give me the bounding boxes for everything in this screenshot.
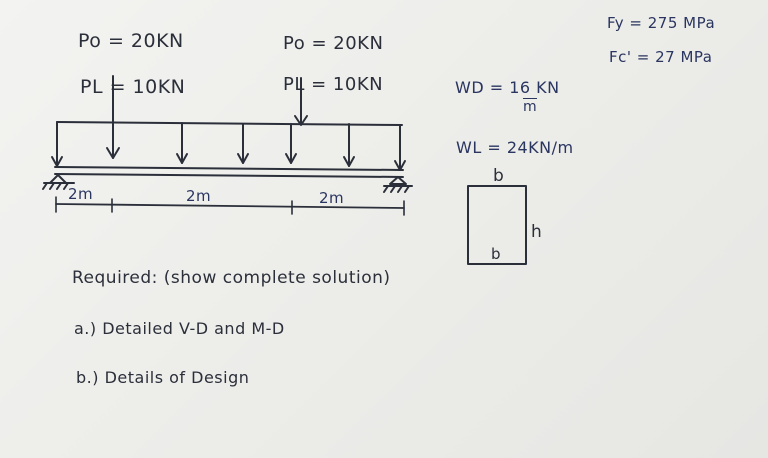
dead-load-right: Po = 20KN bbox=[283, 33, 384, 54]
requirement-item-b: b.) Details of Design bbox=[76, 368, 250, 387]
span-label-c: 2m bbox=[319, 189, 345, 207]
udl-arrows bbox=[51, 121, 406, 171]
section-width-top: b bbox=[493, 166, 505, 186]
dimension-line bbox=[55, 196, 405, 216]
right-roller-support bbox=[383, 176, 413, 193]
section-width-bottom: b bbox=[491, 245, 502, 263]
requirement-item-a: a.) Detailed V-D and M-D bbox=[74, 319, 285, 338]
left-pin-support bbox=[42, 174, 75, 190]
udl-top-line bbox=[56, 121, 403, 126]
live-load-left: PL = 10KN bbox=[80, 76, 186, 98]
section-height: h bbox=[531, 222, 543, 242]
dead-load-left: Po = 20KN bbox=[78, 30, 184, 52]
beam bbox=[54, 166, 404, 178]
span-label-b: 2m bbox=[186, 187, 212, 205]
point-load-right-arrow bbox=[294, 77, 308, 126]
span-label-a: 2m bbox=[68, 185, 94, 203]
point-load-left-arrow bbox=[106, 75, 120, 159]
dead-distributed-load: WD = 16 KN bbox=[455, 78, 560, 97]
live-load-right: PL = 10KN bbox=[283, 74, 384, 95]
dead-distributed-load-unit: m bbox=[523, 98, 538, 115]
required-heading: Required: (show complete solution) bbox=[72, 268, 391, 288]
beam-cross-section bbox=[467, 185, 527, 265]
steel-yield-strength: Fy = 275 MPa bbox=[607, 14, 716, 32]
live-distributed-load: WL = 24KN/m bbox=[456, 138, 574, 157]
concrete-strength: Fc' = 27 MPa bbox=[609, 48, 713, 66]
